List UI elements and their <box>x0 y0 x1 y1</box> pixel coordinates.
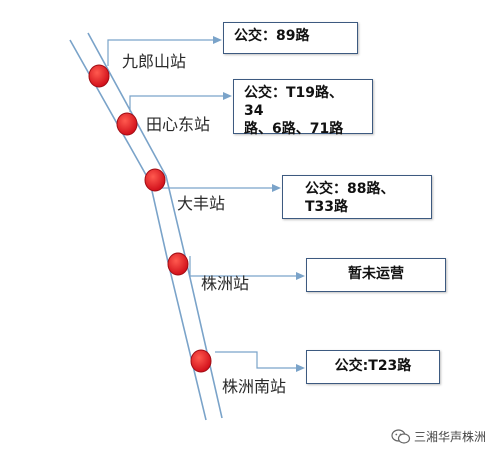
watermark-text: 三湘华声株洲 <box>414 430 487 444</box>
rail-track-left <box>69 39 207 421</box>
bus-line-text: 路、6路、71路 <box>244 121 344 137</box>
bus-box-tianxindong: 公交：T19路、34 路、6路、71路 <box>233 79 373 137</box>
bus-box-zhuzhou: 暂未运营 <box>306 258 446 292</box>
watermark: 三湘华声株洲 <box>391 428 486 445</box>
rail-track-right <box>87 32 223 419</box>
bus-line-text: 公交：88路、 <box>305 181 395 197</box>
connector-arrow-dafeng <box>159 174 273 189</box>
station-marker-zhuzhou <box>167 252 189 276</box>
station-marker-jiulangshan <box>88 64 110 88</box>
station-name-jiulangshan: 九郎山站 <box>122 52 187 71</box>
bus-box-zhuzhounan: 公交:T23路 <box>306 350 440 384</box>
connector-arrow-zhuzhounan <box>215 351 297 369</box>
connector-arrow-zhuzhou <box>189 256 297 277</box>
bus-box-jiulangshan: 公交：89路 <box>223 22 358 54</box>
bus-line-text: 公交：89路 <box>234 28 310 44</box>
connector-arrow-jiulangshan <box>107 39 214 66</box>
station-marker-tianxindong <box>116 112 138 136</box>
bus-box-dafeng: 公交：88路、 T33路 <box>282 175 432 219</box>
station-name-tianxindong: 田心东站 <box>146 115 211 134</box>
station-name-zhuzhou: 株洲站 <box>201 274 250 293</box>
arrowhead-zhuzhounan <box>296 364 305 372</box>
arrowhead-jiulangshan <box>213 36 222 44</box>
station-name-dafeng: 大丰站 <box>177 194 226 213</box>
arrowhead-zhuzhou <box>296 272 305 280</box>
bus-line-text: 暂未运营 <box>348 266 404 282</box>
station-marker-dafeng <box>144 168 166 192</box>
station-marker-zhuzhounan <box>190 349 212 373</box>
arrowhead-dafeng <box>272 184 281 192</box>
arrowhead-tianxindong <box>223 92 232 100</box>
station-name-zhuzhounan: 株洲南站 <box>222 377 287 396</box>
wechat-icon <box>391 428 411 444</box>
bus-line-text: 公交：T19路、34 <box>244 85 344 119</box>
bus-line-text: 公交:T23路 <box>334 358 412 374</box>
bus-line-text: T33路 <box>305 199 349 215</box>
connector-arrow-tianxindong <box>129 95 224 112</box>
